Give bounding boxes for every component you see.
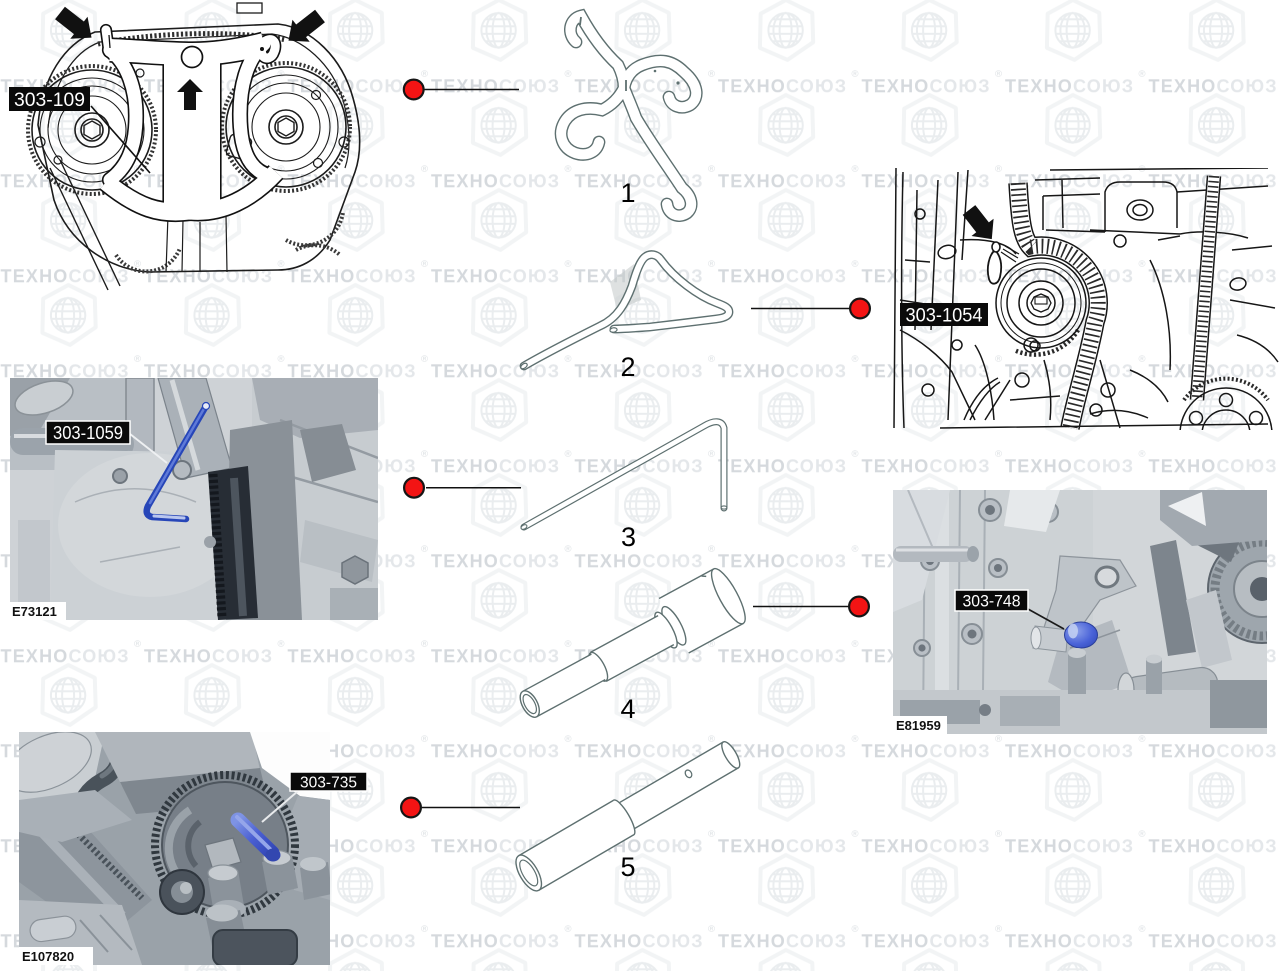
svg-text:E73121: E73121 bbox=[12, 604, 57, 619]
svg-text:1: 1 bbox=[620, 178, 635, 208]
svg-text:303-735: 303-735 bbox=[300, 774, 357, 791]
svg-text:E81959: E81959 bbox=[896, 718, 941, 733]
svg-text:5: 5 bbox=[620, 852, 635, 882]
svg-text:2: 2 bbox=[620, 352, 635, 382]
svg-text:3: 3 bbox=[621, 522, 636, 552]
svg-text:4: 4 bbox=[620, 694, 635, 724]
svg-text:E107820: E107820 bbox=[22, 949, 74, 964]
svg-text:303-109: 303-109 bbox=[14, 90, 85, 111]
svg-text:303-1059: 303-1059 bbox=[53, 423, 123, 443]
svg-text:303-748: 303-748 bbox=[963, 592, 1021, 611]
svg-text:303-1054: 303-1054 bbox=[906, 305, 983, 326]
